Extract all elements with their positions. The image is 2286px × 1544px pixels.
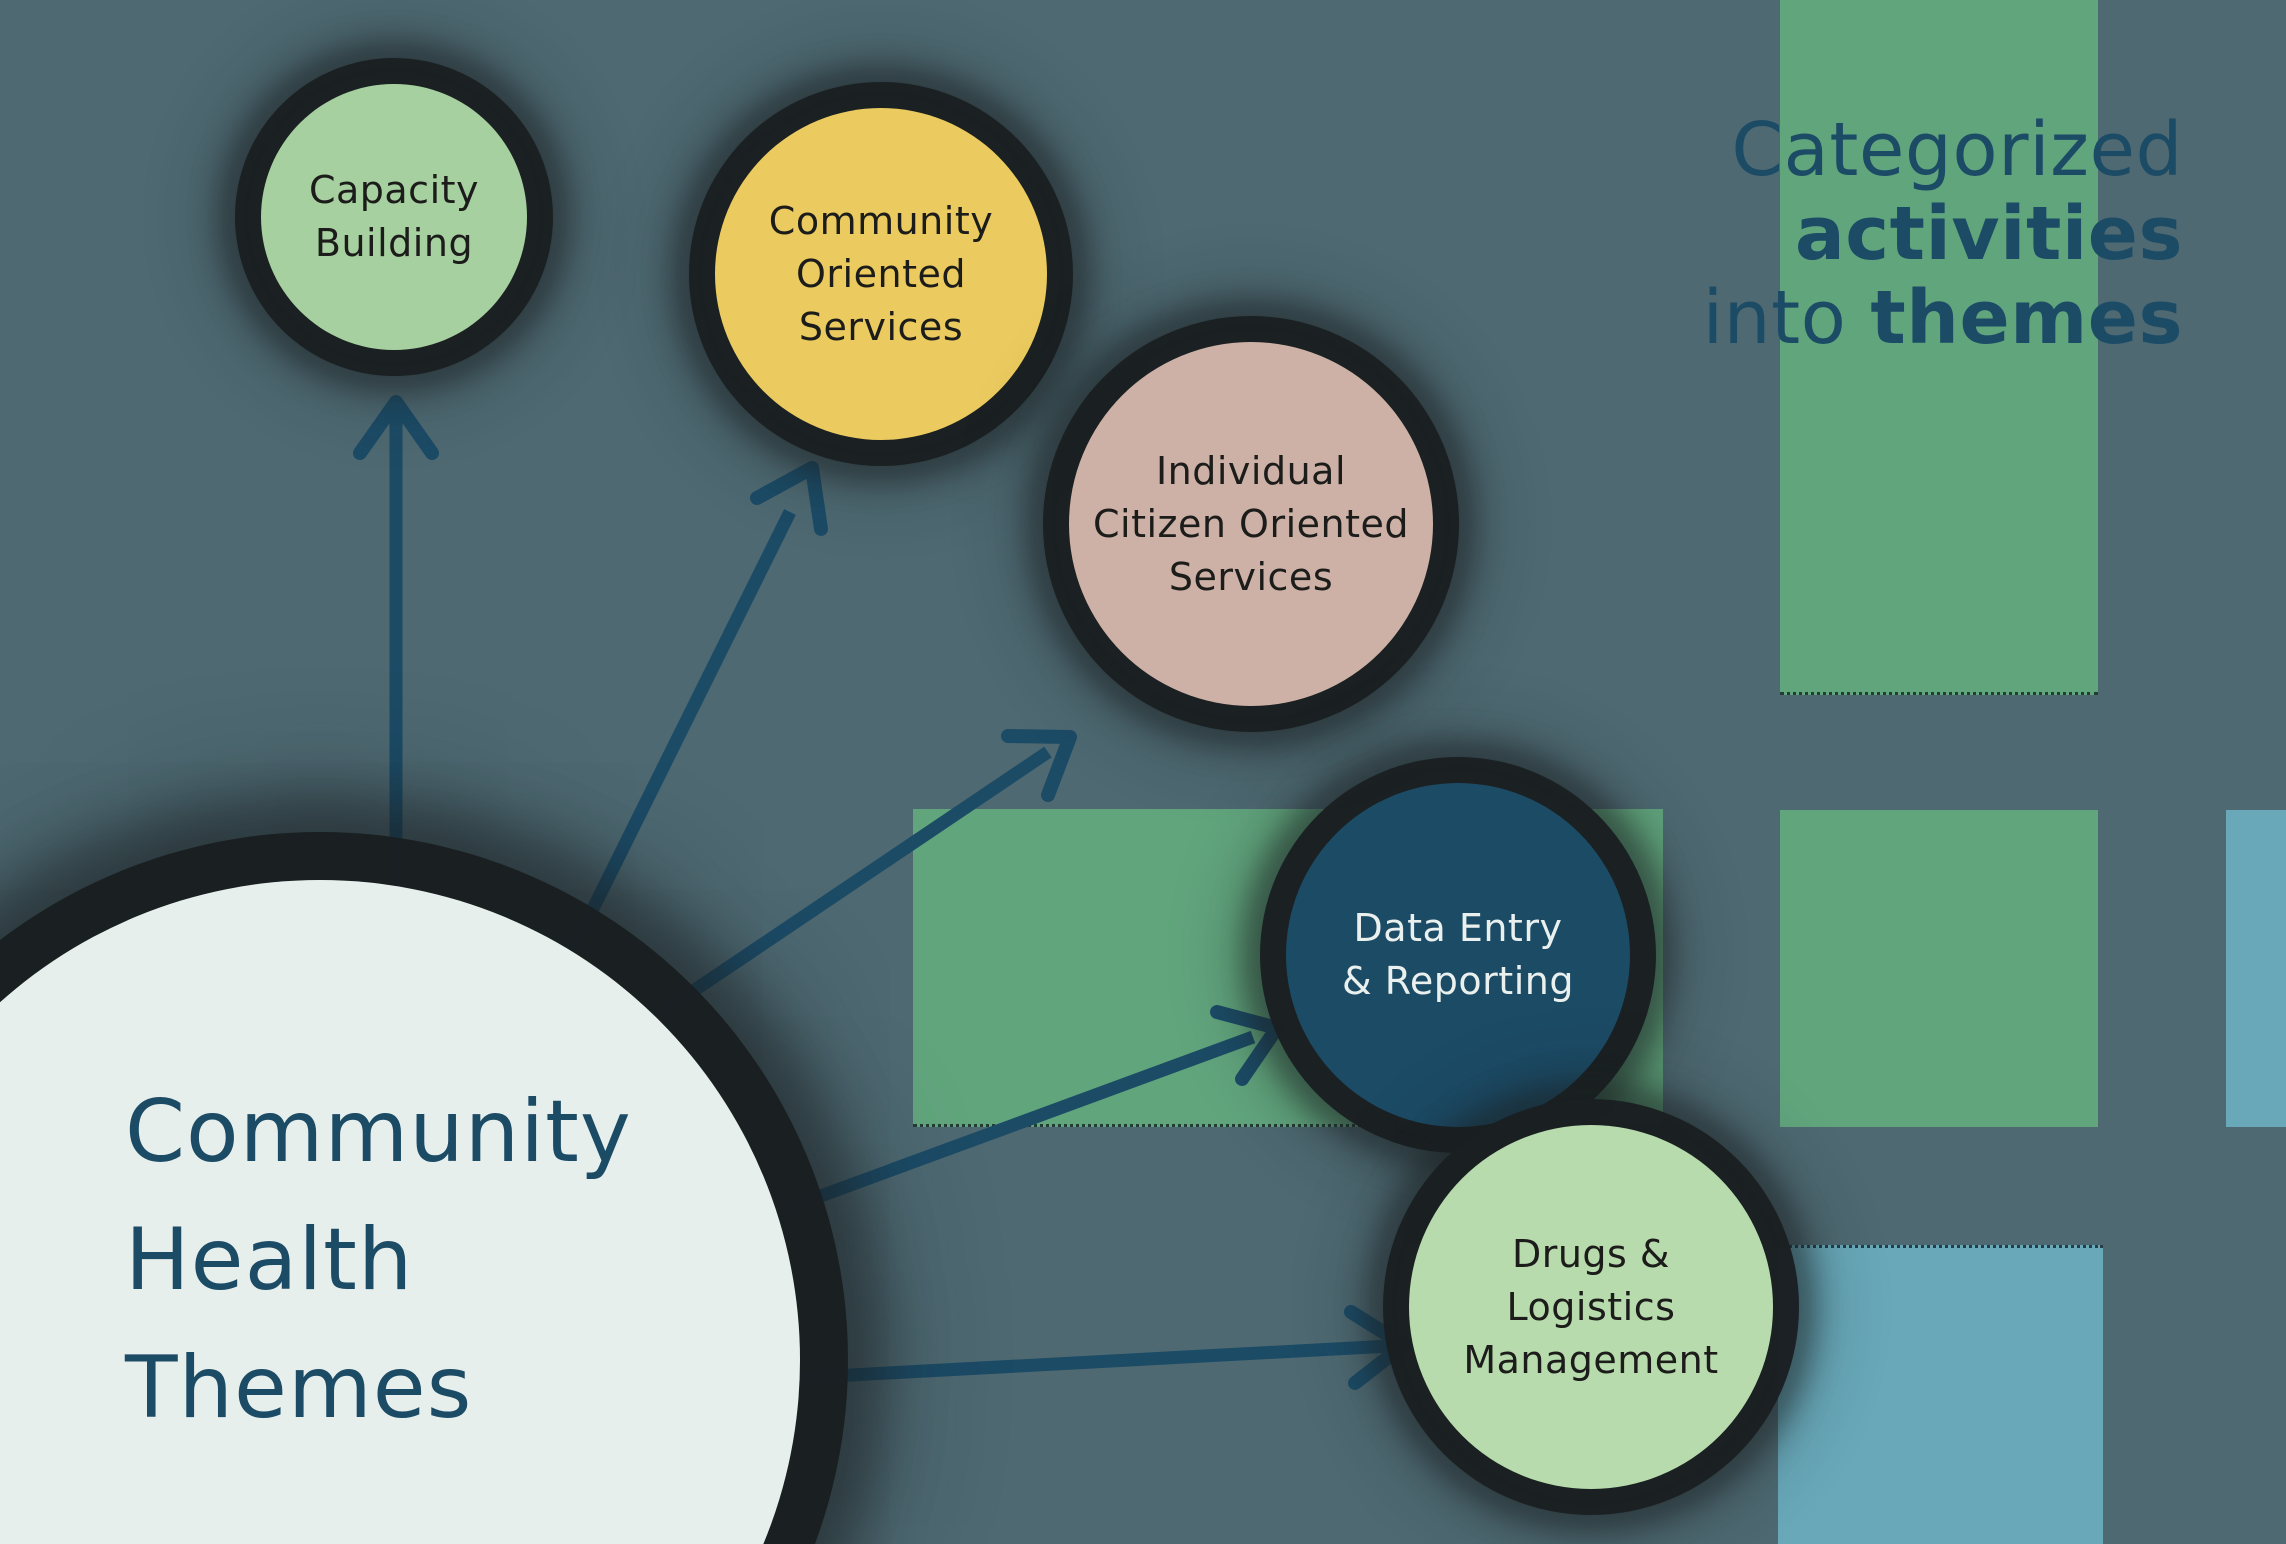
blue-strip-right-edge [2226, 810, 2286, 1127]
circle-drugs-logistics-management: Drugs & Logistics Management [1409, 1125, 1773, 1489]
circle-individual-citizen-oriented-services-label: Individual Citizen Oriented Services [1093, 448, 1409, 599]
circle-data-entry-reporting-label: Data Entry & Reporting [1342, 906, 1574, 1003]
circle-community-oriented-services: Community Oriented Services [715, 108, 1047, 440]
page-title-line-2: activities [1794, 191, 2183, 277]
page-title-line-3: into themes [1702, 275, 2183, 361]
circle-community-oriented-services-label: Community Oriented Services [768, 198, 994, 349]
arrow-to-capacity-building-icon [353, 395, 439, 940]
circle-capacity-building: Capacity Building [261, 84, 527, 350]
arrow-to-community-oriented-services-icon [564, 461, 828, 958]
arrow-to-individual-citizen-icon [661, 729, 1077, 1016]
green-square-mid-right [1780, 810, 2098, 1127]
hub-title: Community Health Themes [125, 1082, 632, 1438]
circle-data-entry-reporting: Data Entry & Reporting [1286, 783, 1630, 1127]
arrow-to-data-entry-icon [785, 1005, 1284, 1215]
circle-capacity-building-label: Capacity Building [308, 168, 480, 265]
green-band-top-right [1780, 0, 2098, 695]
arrow-to-drugs-logistics-icon [794, 1305, 1411, 1390]
circle-individual-citizen-oriented-services: Individual Citizen Oriented Services [1069, 342, 1433, 706]
circle-community-health-themes-hub: Community Health Themes [0, 880, 800, 1544]
blue-square-bottom-right [1778, 1245, 2103, 1544]
page-title-line-1: Categorized [1731, 107, 2183, 193]
page-title: Categorized activities into themes [1703, 108, 2183, 360]
circle-drugs-logistics-management-label: Drugs & Logistics Management [1463, 1231, 1719, 1382]
